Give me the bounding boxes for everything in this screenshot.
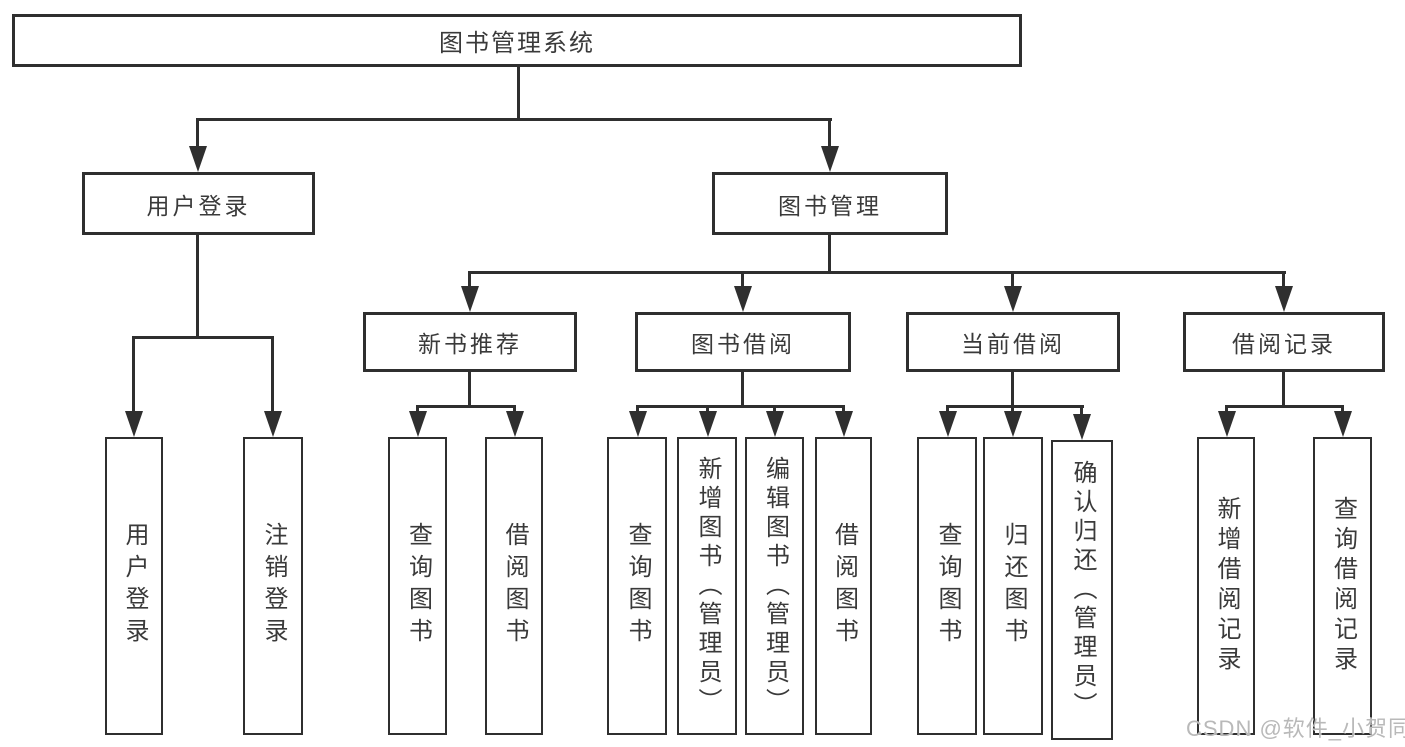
arrowhead-down-icon xyxy=(1073,414,1091,440)
connector-root-drop xyxy=(517,67,520,118)
leaf-query-books-3-label: 查询图书 xyxy=(934,522,961,650)
connector-new-book-drop xyxy=(468,372,471,405)
node-book-management: 图书管理 xyxy=(712,172,948,235)
arrowhead-down-icon xyxy=(189,146,207,172)
leaf-query-borrow-record-label: 查询借阅记录 xyxy=(1329,496,1357,676)
arrowhead-down-icon xyxy=(1275,286,1293,312)
arrowhead-down-icon xyxy=(506,411,524,437)
leaf-confirm-return-admin-label: 确认归还（管理员） xyxy=(1069,459,1096,721)
connector-book-mgmt-drop xyxy=(828,235,831,274)
connector-user-login-drop xyxy=(196,235,199,336)
leaf-return-books-label: 归还图书 xyxy=(1000,522,1027,650)
node-user-login-label: 用户登录 xyxy=(146,192,251,219)
leaf-borrow-books-1-label: 借阅图书 xyxy=(501,522,528,650)
arrowhead-down-icon xyxy=(939,411,957,437)
leaf-query-books-2-label: 查询图书 xyxy=(624,522,651,650)
connector-borrow-records-bar xyxy=(1225,405,1344,408)
connector-book-borrow-drop xyxy=(741,372,744,405)
connector-current-borrow-drop xyxy=(1011,372,1014,405)
arrowhead-down-icon xyxy=(734,286,752,312)
connector-stem xyxy=(842,405,845,415)
connector-stem-new-book xyxy=(468,271,471,291)
connector-stem-book-borrow xyxy=(741,271,744,291)
node-new-book-recommend: 新书推荐 xyxy=(363,312,577,372)
leaf-add-borrow-record: 新增借阅记录 xyxy=(1197,437,1255,735)
connector-stem xyxy=(1225,405,1228,415)
arrowhead-down-icon xyxy=(1004,286,1022,312)
node-user-login: 用户登录 xyxy=(82,172,315,235)
leaf-add-books-admin: 新增图书（管理员） xyxy=(677,437,737,735)
leaf-query-books-2: 查询图书 xyxy=(607,437,667,735)
leaf-query-books-1-label: 查询图书 xyxy=(404,522,432,650)
connector-stem xyxy=(706,405,709,415)
connector-book-mgmt-bar xyxy=(469,271,1286,274)
connector-stem-leaf-user-login xyxy=(132,336,135,413)
connector-stem xyxy=(773,405,776,415)
arrowhead-down-icon xyxy=(821,146,839,172)
connector-current-borrow-bar xyxy=(946,405,1084,408)
leaf-edit-books-admin-label: 编辑图书（管理员） xyxy=(761,455,789,717)
connector-book-borrow-bar xyxy=(636,405,845,408)
leaf-add-books-admin-label: 新增图书（管理员） xyxy=(694,455,721,717)
connector-stem-borrow-records xyxy=(1282,271,1285,291)
connector-stem-current-borrow xyxy=(1011,271,1014,291)
connector-stem-book-management xyxy=(828,118,831,150)
arrowhead-down-icon xyxy=(1334,411,1352,437)
leaf-add-borrow-record-label: 新增借阅记录 xyxy=(1213,496,1240,676)
leaf-borrow-books-2-label: 借阅图书 xyxy=(830,522,858,650)
node-current-borrowing-label: 当前借阅 xyxy=(961,331,1065,357)
leaf-return-books: 归还图书 xyxy=(983,437,1043,735)
arrowhead-down-icon xyxy=(835,411,853,437)
leaf-confirm-return-admin: 确认归还（管理员） xyxy=(1051,440,1113,740)
connector-stem xyxy=(1341,405,1344,415)
node-root-library-system: 图书管理系统 xyxy=(12,14,1022,67)
arrowhead-down-icon xyxy=(409,411,427,437)
connector-stem xyxy=(1011,405,1014,415)
leaf-user-login: 用户登录 xyxy=(105,437,163,735)
connector-stem xyxy=(513,405,516,415)
node-borrowing-records-label: 借阅记录 xyxy=(1232,331,1336,357)
node-book-management-label: 图书管理 xyxy=(778,192,882,219)
leaf-logout-label: 注销登录 xyxy=(260,522,287,650)
leaf-edit-books-admin: 编辑图书（管理员） xyxy=(745,437,804,735)
connector-stem xyxy=(636,405,639,415)
connector-root-bar xyxy=(196,118,832,121)
connector-stem-leaf-logout xyxy=(271,336,274,413)
leaf-borrow-books-2: 借阅图书 xyxy=(815,437,872,735)
node-borrowing-records: 借阅记录 xyxy=(1183,312,1385,372)
connector-borrow-records-drop xyxy=(1282,372,1285,405)
node-current-borrowing: 当前借阅 xyxy=(906,312,1120,372)
node-book-borrowing: 图书借阅 xyxy=(635,312,851,372)
leaf-query-books-1: 查询图书 xyxy=(388,437,447,735)
connector-new-book-bar xyxy=(416,405,516,408)
arrowhead-down-icon xyxy=(1004,411,1022,437)
arrowhead-down-icon xyxy=(1218,411,1236,437)
connector-stem-user-login xyxy=(196,118,199,150)
connector-stem xyxy=(946,405,949,415)
arrowhead-down-icon xyxy=(766,411,784,437)
connector-stem xyxy=(1080,405,1083,417)
leaf-borrow-books-1: 借阅图书 xyxy=(485,437,543,735)
watermark: CSDN @软件_小贺同学 xyxy=(1186,716,1405,741)
leaf-user-login-label: 用户登录 xyxy=(121,522,148,650)
connector-stem xyxy=(416,405,419,415)
node-new-book-recommend-label: 新书推荐 xyxy=(418,331,522,357)
arrowhead-down-icon xyxy=(629,411,647,437)
leaf-query-books-3: 查询图书 xyxy=(917,437,977,735)
arrowhead-down-icon xyxy=(264,411,282,437)
arrowhead-down-icon xyxy=(461,286,479,312)
arrowhead-down-icon xyxy=(699,411,717,437)
connector-user-login-bar xyxy=(132,336,274,339)
arrowhead-down-icon xyxy=(125,411,143,437)
node-root-label: 图书管理系统 xyxy=(439,30,595,57)
leaf-logout: 注销登录 xyxy=(243,437,303,735)
leaf-query-borrow-record: 查询借阅记录 xyxy=(1313,437,1372,735)
node-book-borrowing-label: 图书借阅 xyxy=(691,331,795,357)
